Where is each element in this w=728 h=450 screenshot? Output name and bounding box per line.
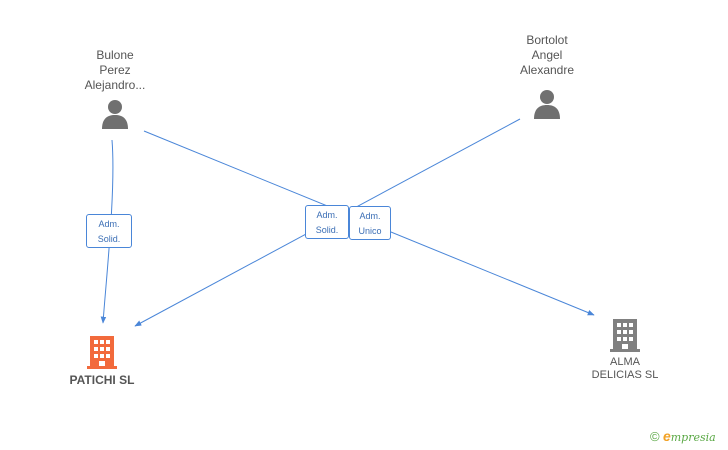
edge-label-bulone-patichi[interactable]: Adm. Solid. <box>86 214 132 248</box>
building-icon <box>87 336 117 369</box>
company-node-patichi[interactable]: PATICHI SL <box>56 333 148 387</box>
company-name: ALMA DELICIAS SL <box>591 356 659 381</box>
person-icon <box>102 100 128 129</box>
person-icon <box>534 90 560 119</box>
person-node-bulone[interactable]: Bulone Perez Alejandro... <box>70 48 160 130</box>
person-name: Bortolot Angel Alexandre <box>519 33 575 77</box>
empresia-logo: © empresia <box>650 428 716 444</box>
copyright-symbol: © <box>650 429 660 444</box>
logo-letter-e: e <box>662 428 671 444</box>
building-icon <box>610 319 640 352</box>
logo-text: mpresia <box>670 431 716 444</box>
person-name: Bulone Perez Alejandro... <box>84 48 146 92</box>
company-name: PATICHI SL <box>69 373 135 387</box>
person-node-bortolot[interactable]: Bortolot Angel Alexandre <box>502 33 592 120</box>
company-node-alma-delicias[interactable]: ALMA DELICIAS SL <box>580 316 670 382</box>
edge-label-bulone-alma[interactable]: Adm. Solid. <box>305 205 349 239</box>
edge-label-bortolot-patichi[interactable]: Adm. Unico <box>349 206 391 240</box>
